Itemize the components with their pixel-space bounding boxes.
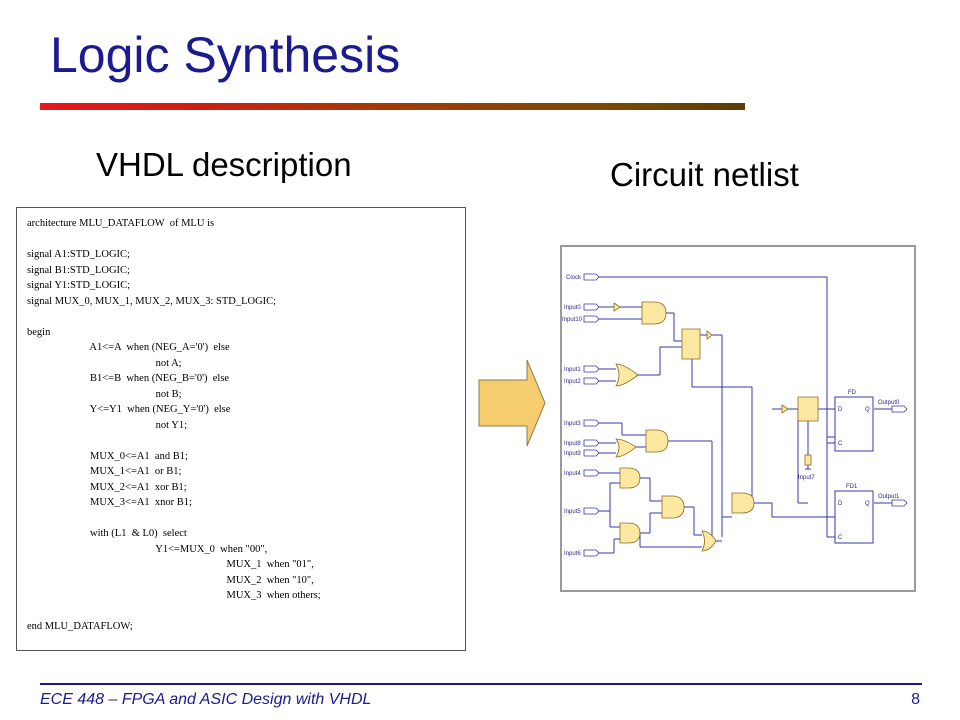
- input-label: Input3: [564, 421, 581, 427]
- input-label: Input5: [564, 509, 581, 515]
- slide-title: Logic Synthesis: [50, 27, 401, 83]
- input-label: Input4: [564, 471, 581, 477]
- code-line: MUX_0<=A1 and B1;: [27, 450, 188, 462]
- circuit-netlist-diagram: Clock Input0 Input10 Input1 Input2 Input…: [560, 245, 916, 592]
- input-label: Input6: [564, 551, 581, 557]
- io-ports: [583, 273, 908, 557]
- vhdl-code-box: architecture MLU_DATAFLOW of MLU is sign…: [16, 207, 466, 651]
- input-label: Input10: [562, 317, 583, 323]
- input7-label: Input7: [798, 475, 815, 481]
- flip-flop-0-label: FD: [848, 390, 857, 396]
- ff0-pin-q: Q: [865, 407, 870, 413]
- code-line: with (L1 & L0) select: [27, 528, 187, 539]
- output1-label: Output1: [878, 494, 900, 500]
- code-line: signal Y1:STD_LOGIC;: [27, 280, 131, 291]
- input-label: Input8: [564, 441, 581, 447]
- clock-label: Clock: [566, 275, 582, 281]
- code-line: end MLU_DATAFLOW;: [27, 621, 133, 632]
- code-line: Y<=Y1 when (NEG_Y='0') else: [27, 404, 231, 415]
- ff1-pin-c: C: [838, 535, 843, 541]
- vhdl-description-heading: VHDL description: [96, 146, 352, 183]
- netlist-schematic: Clock Input0 Input10 Input1 Input2 Input…: [562, 273, 908, 557]
- ff0-pin-c: C: [838, 441, 843, 447]
- flip-flop-1-label: FD1: [846, 484, 858, 490]
- title-underline: [40, 103, 745, 110]
- code-line: signal MUX_0, MUX_1, MUX_2, MUX_3: STD_L…: [27, 295, 277, 307]
- code-line: MUX_1<=A1 or B1;: [27, 466, 182, 477]
- code-line: Y1<=MUX_0 when "00",: [27, 543, 268, 555]
- code-line: MUX_3 when others;: [27, 590, 321, 601]
- input-label: Input2: [564, 379, 581, 385]
- code-line: architecture MLU_DATAFLOW of MLU is: [27, 218, 215, 229]
- code-line: begin: [27, 326, 51, 338]
- code-line: B1<=B when (NEG_B='0') else: [27, 373, 230, 384]
- code-line: [27, 511, 465, 527]
- code-line: not B;: [27, 388, 182, 400]
- code-line: [27, 232, 465, 248]
- circuit-netlist-heading: Circuit netlist: [610, 156, 799, 193]
- logic-gates: [613, 301, 819, 552]
- code-line: MUX_2 when "10",: [27, 574, 314, 586]
- ff0-pin-d: D: [838, 407, 843, 413]
- code-line: [27, 604, 465, 620]
- code-line: [27, 433, 465, 449]
- input-label: Input1: [564, 367, 581, 373]
- right-arrow-icon: [478, 359, 546, 447]
- footer-course-title: ECE 448 – FPGA and ASIC Design with VHDL: [40, 691, 372, 708]
- flip-flops: [834, 396, 874, 544]
- code-line: not Y1;: [27, 419, 188, 431]
- code-line: MUX_3<=A1 xnor B1;: [27, 497, 192, 508]
- code-line: not A;: [27, 357, 182, 369]
- code-line: MUX_1 when "01",: [27, 559, 314, 570]
- page-number: 8: [911, 691, 920, 708]
- input-label: Input0: [564, 305, 581, 311]
- input-label: Input9: [564, 451, 581, 457]
- footer-divider: [40, 683, 922, 685]
- code-line: A1<=A when (NEG_A='0') else: [27, 342, 230, 353]
- code-line: signal A1:STD_LOGIC;: [27, 249, 130, 260]
- ff1-pin-q: Q: [865, 501, 870, 507]
- ff1-pin-d: D: [838, 501, 843, 507]
- code-line: [27, 309, 465, 325]
- netlist-wires: [598, 276, 892, 554]
- code-line: MUX_2<=A1 xor B1;: [27, 481, 187, 493]
- output0-label: Output0: [878, 400, 900, 406]
- code-line: signal B1:STD_LOGIC;: [27, 264, 130, 276]
